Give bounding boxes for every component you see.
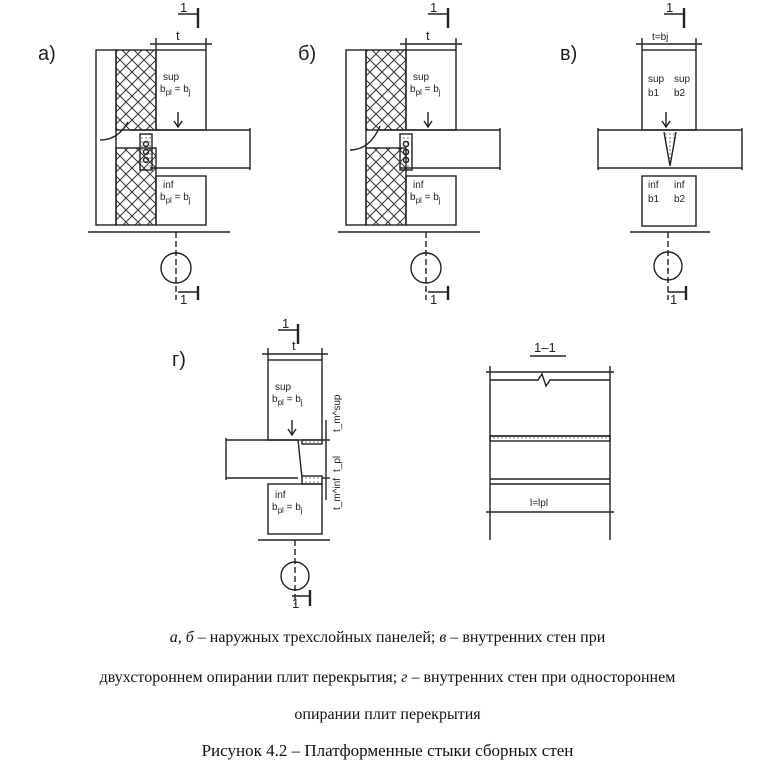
joint-drawings: а) 1 t 1 bpl = bj sup bpl = bj inf б) <box>38 0 743 610</box>
panel-v-section-mark: 1 <box>666 0 673 15</box>
panel-a-inf-formula: bpl = bj <box>160 192 191 205</box>
caption-line-1: а, б – наружных трехслойных панелей; в –… <box>0 628 775 648</box>
panel-g-t-sup: t_m^sup <box>332 394 343 432</box>
caption-line-2: двухстороннем опирании плит перекрытия; … <box>0 668 775 688</box>
panel-b-inf: inf <box>413 180 424 191</box>
caption-g: г <box>401 669 408 686</box>
panel-v-inf-b1: b1 <box>648 194 660 205</box>
panel-g-t-inf: t_m^inf <box>332 478 343 510</box>
panel-b-inf-formula: bpl = bj <box>410 192 441 205</box>
caption-v: в <box>439 629 447 646</box>
panel-g-sup-formula: bpl = bj <box>272 394 303 407</box>
caption-line-3: опирании плит перекрытия <box>294 706 481 723</box>
panel-a: а) 1 t 1 <box>38 0 251 307</box>
panel-g-sup: sup <box>275 382 292 393</box>
panel-v-inf-right: inf <box>674 180 685 191</box>
panel-g-inf: inf <box>275 490 286 501</box>
panel-v-inf-left: inf <box>648 180 659 191</box>
panel-a-sup: sup <box>163 72 180 83</box>
panel-b-label: б) <box>298 43 316 65</box>
panel-b-sup-formula: bpl = bj <box>410 84 441 97</box>
panel-g-t-pl: t_pl <box>332 456 343 472</box>
panel-v-sup-b2: b2 <box>674 88 686 99</box>
panel-b-thickness: t <box>426 28 430 43</box>
caption-line1-tail: – внутренних стен при <box>446 629 606 646</box>
caption-line2-head: двухстороннем опирании плит перекрытия; <box>99 669 402 686</box>
panel-v-sup-b1: b1 <box>648 88 660 99</box>
panel-a-sup-formula: bpl = bj <box>160 84 191 97</box>
caption-a-b: а, б <box>169 629 194 646</box>
panel-b-section-mark: 1 <box>430 0 437 15</box>
figure-title: Рисунок 4.2 – Платформенные стыки сборны… <box>201 741 574 760</box>
panel-v-inf-b2: b2 <box>674 194 686 205</box>
panel-a-bottom-mark: 1 <box>180 292 187 307</box>
caption-line1-text: – наружных трехслойных панелей; <box>193 629 440 646</box>
caption-line2-tail: – внутренних стен при одностороннем <box>407 669 676 686</box>
panel-g: г) 1 t 1 <box>172 316 330 610</box>
panel-a-inf: inf <box>163 180 174 191</box>
panel-g-thickness: t <box>292 338 296 353</box>
panel-v-thickness: t=bj <box>652 32 668 43</box>
panel-b: б) 1 t 1 <box>298 0 501 307</box>
panel-g-inf-formula: bpl = bj <box>272 502 303 515</box>
panel-b-bottom-mark: 1 <box>430 292 437 307</box>
panel-v: в) 1 t=bj 1 <box>560 0 743 307</box>
panel-a-thickness: t <box>176 28 180 43</box>
panel-v-label: в) <box>560 43 577 65</box>
section-1-1: 1–1 <box>486 340 614 540</box>
panel-g-label: г) <box>172 349 186 371</box>
panel-g-bottom-mark: 1 <box>292 596 299 610</box>
section-length: l=lpl <box>530 498 548 509</box>
panel-a-section-mark: 1 <box>180 0 187 15</box>
panel-v-sup-right: sup <box>674 74 691 85</box>
panel-b-sup: sup <box>413 72 430 83</box>
panel-v-sup-left: sup <box>648 74 665 85</box>
section-title: 1–1 <box>534 340 556 355</box>
panel-v-bottom-mark: 1 <box>670 292 677 307</box>
panel-a-label: а) <box>38 43 56 65</box>
panel-g-section-mark: 1 <box>282 316 289 331</box>
